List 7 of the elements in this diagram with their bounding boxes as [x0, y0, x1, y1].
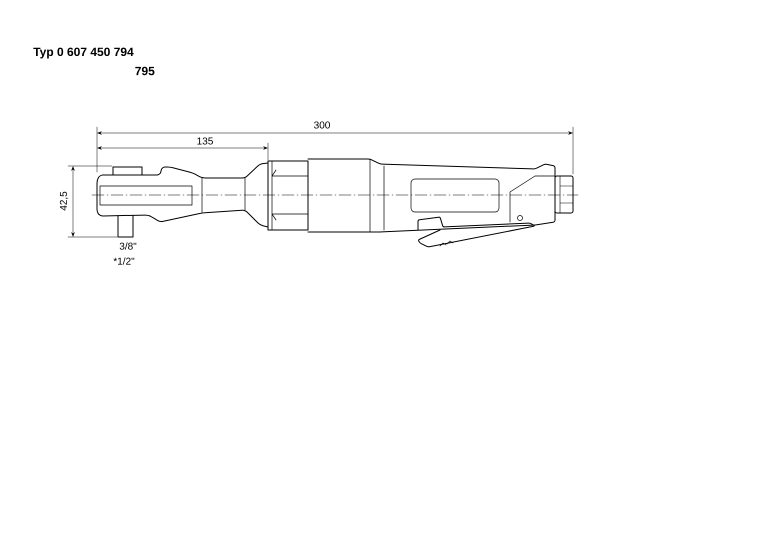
- size-label: 3/8": [120, 242, 136, 250]
- part-number: 795: [135, 66, 154, 76]
- dimension-label: 42,5: [60, 192, 68, 210]
- dimension-label: 135: [197, 137, 213, 145]
- size-label: *1/2": [114, 257, 134, 265]
- part-number: Typ 0 607 450 794: [33, 48, 134, 58]
- dimension-label: 300: [314, 121, 330, 129]
